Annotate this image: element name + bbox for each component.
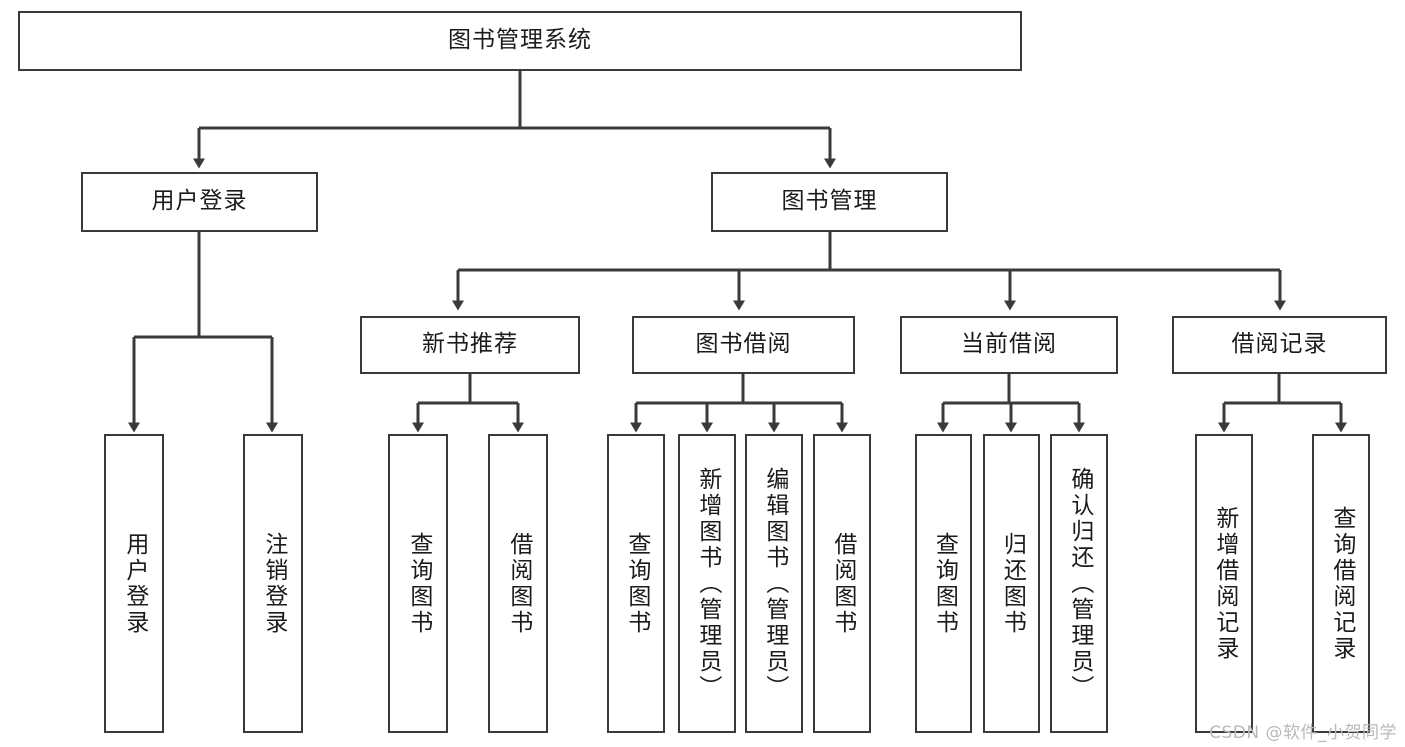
node-leaf-query-book-2[interactable]: 查询图书 [607, 434, 665, 733]
node-label: 查询图书 [623, 531, 650, 636]
node-label: 当前借阅 [961, 331, 1057, 358]
node-leaf-logout-login[interactable]: 注销登录 [243, 434, 303, 733]
node-label: 图书管理系统 [448, 27, 592, 54]
node-label: 归还图书 [999, 531, 1026, 636]
node-book-manage[interactable]: 图书管理 [711, 172, 948, 232]
node-borrow-record[interactable]: 借阅记录 [1172, 316, 1387, 374]
node-label: 借阅记录 [1231, 331, 1328, 358]
node-label: 图书管理 [781, 188, 878, 215]
node-label: 借阅图书 [505, 531, 532, 636]
node-book-borrow[interactable]: 图书借阅 [632, 316, 855, 374]
node-leaf-query-borrow-record[interactable]: 查询借阅记录 [1312, 434, 1370, 733]
node-label: 查询图书 [405, 531, 432, 636]
node-new-book-recommend[interactable]: 新书推荐 [360, 316, 580, 374]
node-label: 查询借阅记录 [1328, 505, 1355, 662]
node-current-borrow[interactable]: 当前借阅 [900, 316, 1118, 374]
node-label: 新增借阅记录 [1211, 505, 1238, 662]
node-leaf-add-book-admin[interactable]: 新增图书（管理员） [678, 434, 736, 733]
node-leaf-return-book[interactable]: 归还图书 [983, 434, 1040, 733]
node-user-login[interactable]: 用户登录 [81, 172, 318, 232]
node-leaf-confirm-return-admin[interactable]: 确认归还（管理员） [1050, 434, 1108, 733]
node-leaf-borrow-book-2[interactable]: 借阅图书 [813, 434, 871, 733]
node-label: 新增图书（管理员） [694, 466, 721, 701]
node-leaf-user-login[interactable]: 用户登录 [104, 434, 164, 733]
node-leaf-query-book-3[interactable]: 查询图书 [915, 434, 972, 733]
node-label: 注销登录 [260, 531, 287, 636]
node-label: 查询图书 [931, 531, 958, 636]
node-leaf-add-borrow-record[interactable]: 新增借阅记录 [1195, 434, 1253, 733]
node-label: 确认归还（管理员） [1066, 466, 1093, 701]
node-label: 用户登录 [121, 531, 148, 636]
node-label: 新书推荐 [422, 331, 518, 358]
node-book-management-system[interactable]: 图书管理系统 [18, 11, 1022, 71]
node-label: 借阅图书 [829, 531, 856, 636]
node-label: 图书借阅 [695, 331, 792, 358]
node-label: 用户登录 [151, 188, 248, 215]
node-leaf-query-book-1[interactable]: 查询图书 [388, 434, 448, 733]
node-leaf-edit-book-admin[interactable]: 编辑图书（管理员） [745, 434, 803, 733]
node-label: 编辑图书（管理员） [761, 466, 788, 701]
node-leaf-borrow-book-1[interactable]: 借阅图书 [488, 434, 548, 733]
